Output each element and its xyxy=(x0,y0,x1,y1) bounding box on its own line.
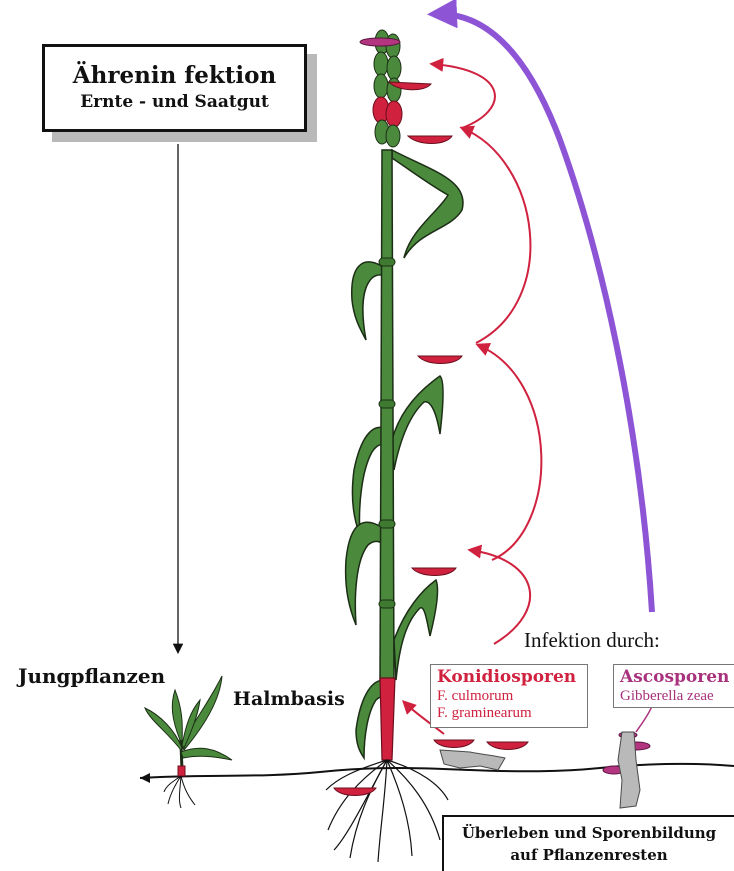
leaf-top-right xyxy=(392,150,463,258)
seedling xyxy=(145,676,232,808)
ascospores-box: Ascosporen Gibberella zeae xyxy=(613,664,734,708)
stem-node xyxy=(379,600,395,608)
conidiospores-box: Konidiosporen F. culmorum F. graminearum xyxy=(430,664,588,728)
infection-via-label: Infektion durch: xyxy=(524,628,660,653)
ascospores-species: Gibberella zeae xyxy=(620,688,728,705)
soil-arrow-tip xyxy=(140,773,150,783)
wheat-ear xyxy=(373,30,402,147)
ascospores-title: Ascosporen xyxy=(620,667,728,688)
plant-residue xyxy=(440,750,505,770)
ascospore-short-arrow xyxy=(636,706,652,732)
survival-line-2: auf Pflanzenresten xyxy=(444,844,734,866)
ear-infection-subtitle: Ernte - und Saatgut xyxy=(45,90,304,114)
stem-base-label: Halmbasis xyxy=(233,688,345,710)
ear-infection-box: Ährenin fektion Ernte - und Saatgut xyxy=(42,44,307,132)
ear-spikelet-infected xyxy=(386,101,402,127)
ascospore-spread-arrow xyxy=(436,14,652,612)
conidiospores-title: Konidiosporen xyxy=(437,667,581,688)
soil-line xyxy=(140,764,734,778)
main-roots xyxy=(326,760,448,862)
stem-node xyxy=(379,400,395,408)
stem-node xyxy=(379,520,395,528)
leaf-mid-right xyxy=(392,376,443,470)
stem-node xyxy=(379,258,395,266)
ear-infection-title: Ährenin fektion xyxy=(45,62,304,90)
stem-base-infected xyxy=(380,678,395,760)
survival-line-1: Überleben und Sporenbildung xyxy=(444,822,734,844)
conidiospores-species-1: F. culmorum xyxy=(437,688,581,705)
survival-on-residues-box: Überleben und Sporenbildung auf Pflanzen… xyxy=(442,815,734,871)
seedlings-label: Jungpflanzen xyxy=(18,664,165,688)
conidiospores-species-2: F. graminearum xyxy=(437,705,581,722)
